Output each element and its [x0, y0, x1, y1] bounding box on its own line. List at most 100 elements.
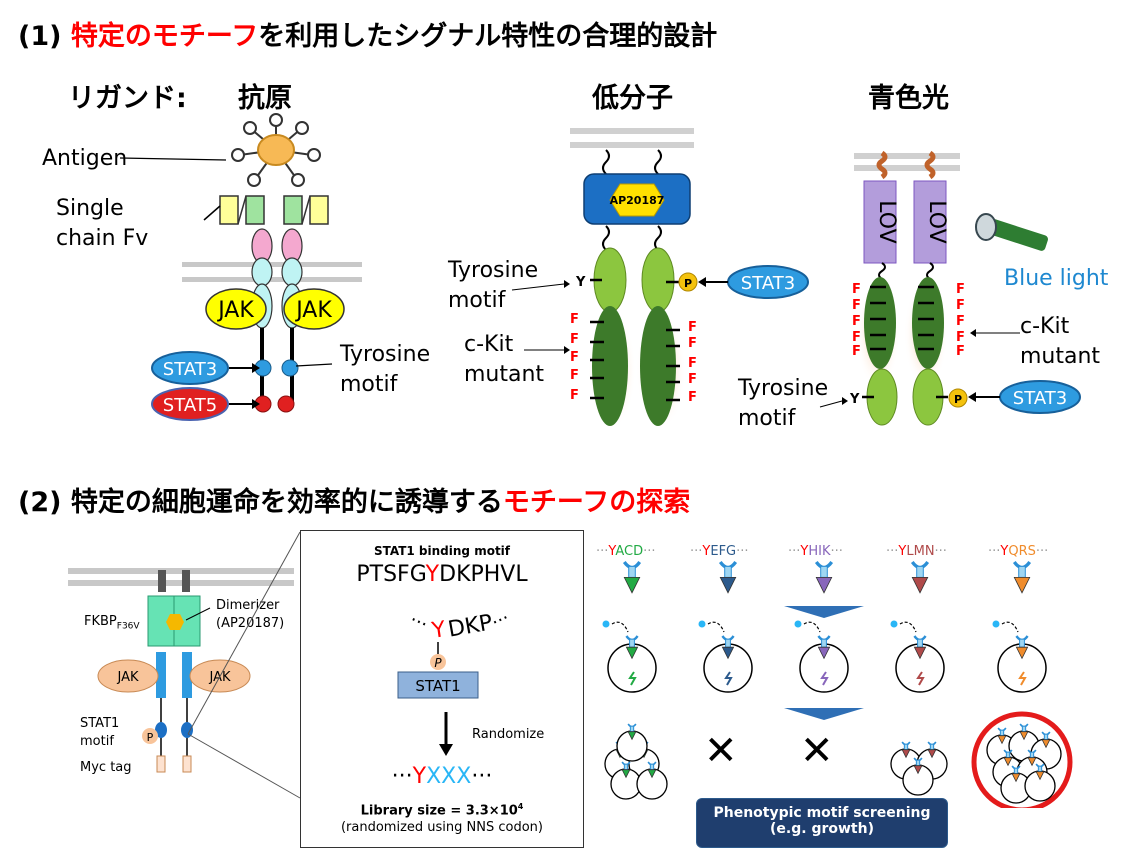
randomized-dots-left: ··· [391, 764, 413, 789]
signal-bolt [820, 671, 829, 686]
ligand-dot [890, 620, 898, 628]
stat1-motif-line2: motif [80, 734, 114, 749]
scfv-domain [203, 195, 329, 225]
f-mark: F [956, 298, 965, 313]
f-mark: F [570, 350, 579, 365]
f-mark: F [570, 368, 579, 383]
receptor-stalk [629, 638, 635, 648]
motif-y: Y [1000, 544, 1009, 559]
f-mark: F [688, 390, 697, 405]
stat3-ellipse [151, 351, 229, 385]
receptor-triangle [627, 731, 637, 741]
dimerizer-label-line1: Dimerizer [216, 598, 280, 613]
small-tyrosine-line1: Tyrosine [448, 258, 539, 283]
antigen-panel-title: 抗原 [238, 83, 292, 114]
signal-bolt [628, 671, 637, 686]
ligand-dot [992, 620, 1000, 628]
fkbp-text: FKBP [84, 614, 117, 629]
light-ckit-line1: c-Kit [1020, 314, 1070, 339]
randomized-residues: XXX [426, 764, 472, 789]
small-tyrosine-line2: motif [448, 288, 506, 313]
motif-dots: ··· [830, 544, 843, 559]
motif-residues: QRS [1008, 544, 1036, 559]
motif-label: ···YEFG··· [690, 544, 749, 559]
motif-residues: LMN [906, 544, 935, 559]
myc-tag-label: Myc tag [80, 760, 132, 775]
receptor-triangle [625, 646, 639, 660]
randomized-motif: ···YXXX··· [300, 764, 584, 789]
receptor-triangle [621, 769, 631, 779]
motif-dots: ··· [690, 544, 703, 559]
binding-arrow [1001, 621, 1019, 633]
f-mark: F [852, 344, 861, 359]
f-mark: F [852, 282, 861, 297]
dimerizer-label-line2: (AP20187) [216, 616, 285, 631]
receptor-triangle [647, 769, 657, 779]
receptor-triangle [1035, 771, 1045, 781]
ap20187-hexagon [609, 183, 665, 217]
receptor-triangle [1013, 576, 1031, 594]
binding-arrow [803, 621, 821, 633]
receptor-stalk [915, 759, 921, 767]
sequence-tyrosine: Y [425, 562, 440, 587]
receptor-stalk [1019, 638, 1025, 648]
motif-residues: ACD [615, 544, 644, 559]
antigen-tyrosine-line1: Tyrosine [340, 342, 431, 367]
signal-bolt [1018, 671, 1027, 686]
binding-arrow [899, 621, 917, 633]
signal-bolt [916, 671, 925, 686]
jak-left-label: JAK [116, 670, 138, 685]
motif-y: Y [702, 544, 711, 559]
p-label: P [147, 731, 154, 744]
antigen-tyrosine-line2: motif [340, 372, 398, 397]
light-ckit-line2: mutant [1020, 344, 1101, 369]
ligand-dot [698, 620, 706, 628]
small-molecule-receptor-diagram: AP20187 Y P F F F F F F F F F F STAT3 [511, 128, 809, 430]
receptor-triangle [1011, 773, 1021, 783]
screening-box: Phenotypic motif screening (e.g. growth) [696, 798, 948, 848]
section2-heading: (2) 特定の細胞運命を効率的に誘導するモチーフの探索 [18, 480, 690, 519]
binding-arrow [611, 621, 629, 633]
section1-heading: (1) 特定のモチーフを利用したシグナル特性の合理的設計 [18, 14, 717, 53]
receptor-stalk [725, 638, 731, 648]
motif-dots: ··· [788, 544, 801, 559]
receptor-stalk [916, 565, 924, 578]
section1-rest: を利用したシグナル特性の合理的設計 [258, 21, 718, 52]
f-mark: F [570, 332, 579, 347]
jak-left [205, 288, 267, 330]
lov-left [863, 180, 897, 264]
receptor-stalk [999, 729, 1005, 737]
motif-dots: ··· [886, 544, 899, 559]
receptor-triangle [927, 749, 937, 759]
stat5-label: STAT5 [163, 395, 217, 416]
screening-diagram [602, 560, 1073, 808]
cross-mark: ✕ [800, 728, 834, 774]
blue-light-panel-title: 青色光 [868, 83, 949, 114]
small-ckit-line2: mutant [464, 362, 545, 387]
scfv-label-line1: Single [56, 196, 124, 221]
ckit-left [864, 277, 896, 369]
motif-label: ···YHIK··· [788, 544, 843, 559]
dimerizer-icon [166, 614, 184, 630]
f-mark: F [852, 298, 861, 313]
receptor-triangle [719, 576, 737, 594]
randomized-dots-right: ··· [471, 764, 493, 789]
section1-highlight: 特定のモチーフ [70, 21, 259, 52]
antigen-receptor-diagram: JAK JAK STAT3 STAT5 [119, 113, 362, 421]
scfv-label-line2: chain Fv [56, 226, 149, 251]
library-size-text: Library size = 3.3×10 [360, 803, 518, 819]
zoom-lines [187, 531, 301, 799]
motif-dots: ··· [643, 544, 656, 559]
y-label: Y [849, 392, 860, 407]
ligand-label: リガンド: [68, 83, 187, 114]
jak-right [283, 288, 345, 330]
receptor-stalk [1021, 725, 1027, 733]
randomized-tyrosine: Y [412, 764, 427, 789]
receptor-stalk [623, 763, 629, 771]
motif-dots: ··· [1035, 544, 1049, 559]
receptor-triangle [1041, 739, 1051, 749]
library-box [300, 530, 584, 848]
light-tyrosine-line2: motif [738, 406, 796, 431]
motif-y: Y [898, 544, 907, 559]
library-size-exponent: 4 [517, 802, 524, 811]
